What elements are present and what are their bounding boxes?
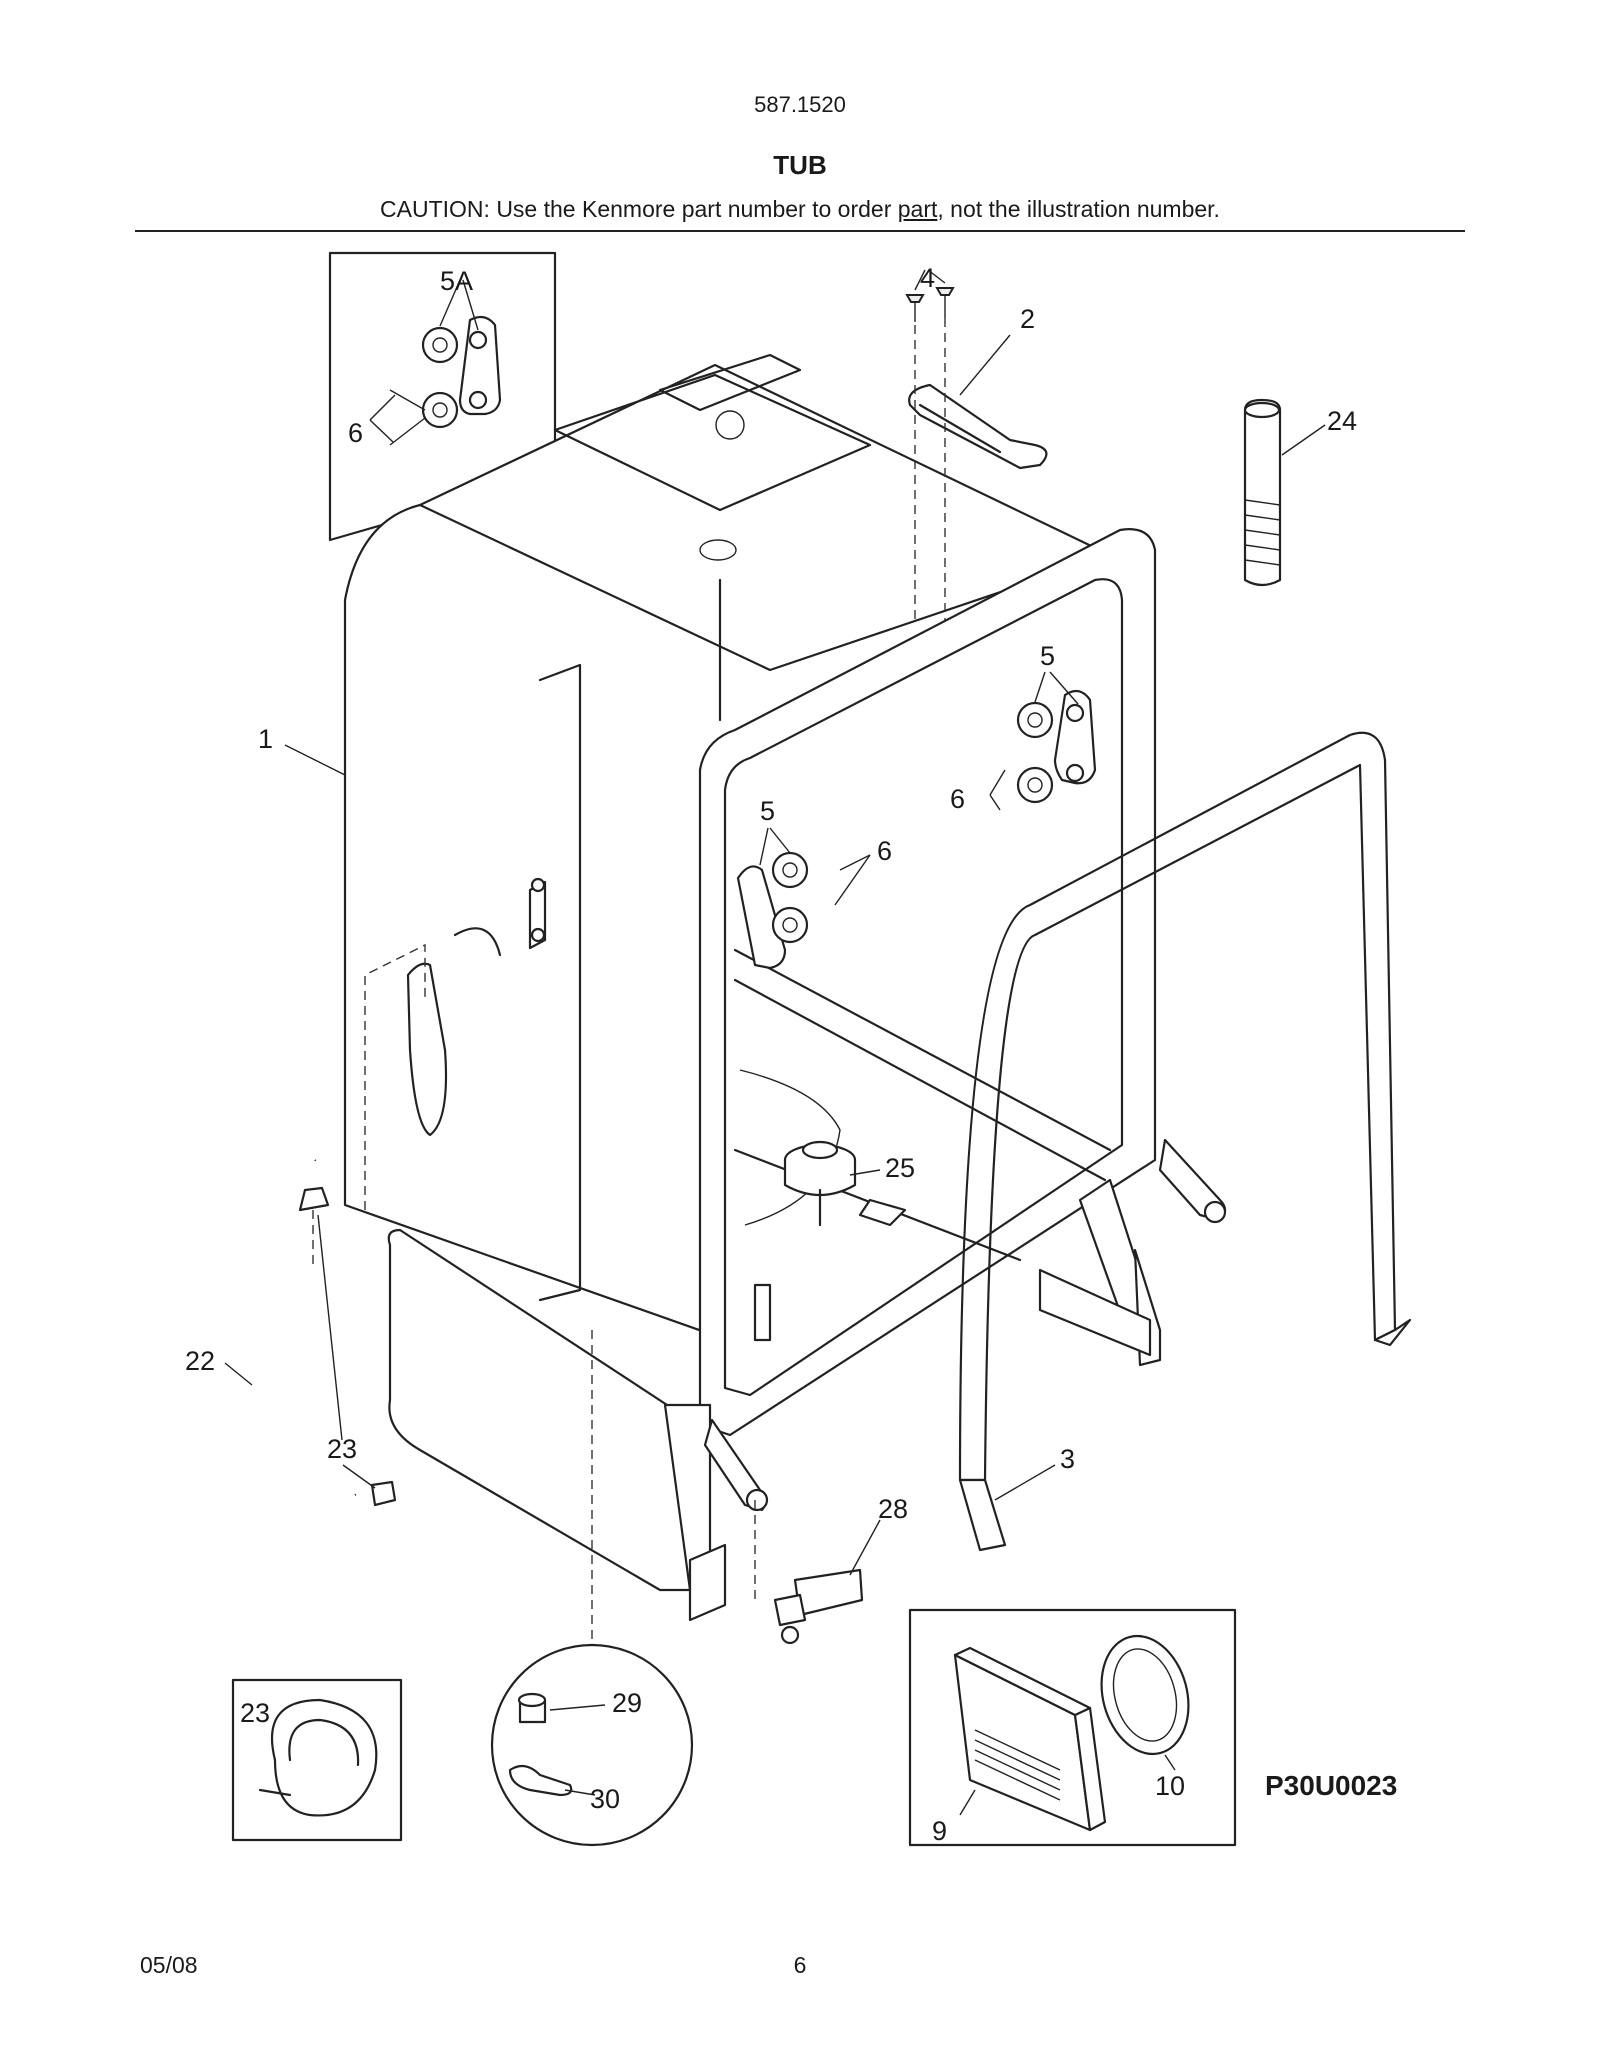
footer-date: 05/08	[140, 1952, 198, 1978]
drain-hose	[224, 1121, 397, 1511]
standoff-part	[1243, 398, 1326, 587]
exploded-parts-diagram: 5A 6 4 2 24 5 6 5 6 1 25 22 23 3 28 23 2…	[0, 240, 1600, 1880]
callout-3: 3	[1060, 1444, 1075, 1474]
callout-28: 28	[878, 1494, 908, 1524]
footer-page-number: 6	[793, 1952, 807, 1978]
callout-1: 1	[258, 724, 273, 754]
top-bracket	[905, 269, 1048, 620]
callout-5a: 5A	[440, 266, 473, 296]
side-clip	[364, 877, 547, 1210]
callout-9: 9	[932, 1816, 947, 1846]
caution-suffix: , not the illustration number.	[937, 196, 1220, 222]
header-divider	[135, 230, 1465, 232]
callout-6-inset: 6	[348, 418, 363, 448]
callout-10: 10	[1155, 1771, 1185, 1801]
diagram-code: P30U0023	[1265, 1770, 1397, 1801]
base-frame	[387, 1228, 1162, 1622]
inset-thermostat	[490, 1643, 694, 1847]
callout-6-left: 6	[877, 836, 892, 866]
inset-control-module	[908, 1608, 1237, 1847]
float-assembly	[739, 1069, 907, 1342]
callout-23-inset: 23	[240, 1698, 270, 1728]
callout-30: 30	[590, 1784, 620, 1814]
door-gasket	[958, 731, 1412, 1552]
callout-5-left: 5	[760, 796, 775, 826]
callout-2: 2	[1020, 304, 1035, 334]
callout-4: 4	[920, 263, 935, 293]
page-title: TUB	[773, 150, 827, 180]
caution-underlined: part	[897, 196, 938, 222]
leader-tub	[284, 744, 346, 776]
model-number: 587.1520	[754, 92, 846, 117]
callout-25: 25	[885, 1153, 915, 1183]
callout-24: 24	[1327, 406, 1357, 436]
callout-6-right: 6	[950, 784, 965, 814]
rack-rollers	[736, 671, 1097, 970]
callout-23: 23	[327, 1434, 357, 1464]
callout-5-right: 5	[1040, 641, 1055, 671]
callout-22: 22	[185, 1346, 215, 1376]
leader-gasket	[994, 1464, 1056, 1501]
callout-29: 29	[612, 1688, 642, 1718]
door-hinge-brackets	[703, 1138, 1227, 1512]
door-switch	[754, 1500, 881, 1645]
caution-prefix: CAUTION: Use the Kenmore part number to …	[380, 196, 898, 222]
caution-note: CAUTION: Use the Kenmore part number to …	[0, 196, 1600, 223]
inset-hose-clamp	[231, 1678, 403, 1842]
